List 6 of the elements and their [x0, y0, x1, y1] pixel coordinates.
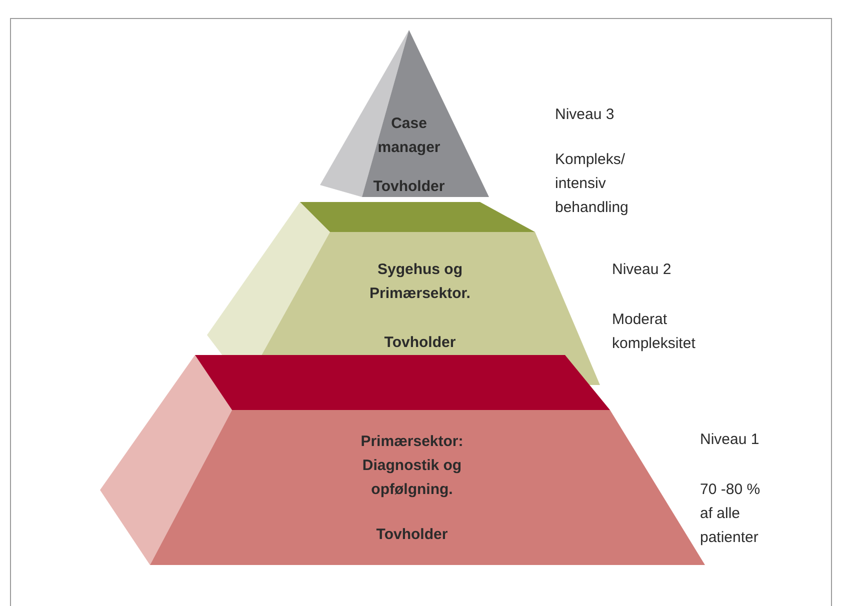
level-label: Niveau 3 [555, 105, 616, 125]
level-label: Niveau 1 [700, 430, 760, 450]
level-label: Niveau 2 [612, 260, 672, 280]
level-description: Kompleks/ intensiv behandling [555, 150, 630, 218]
level-description: 70 -80 % af alle patienter [700, 480, 762, 548]
level-description: Moderat kompleksitet [612, 310, 696, 354]
